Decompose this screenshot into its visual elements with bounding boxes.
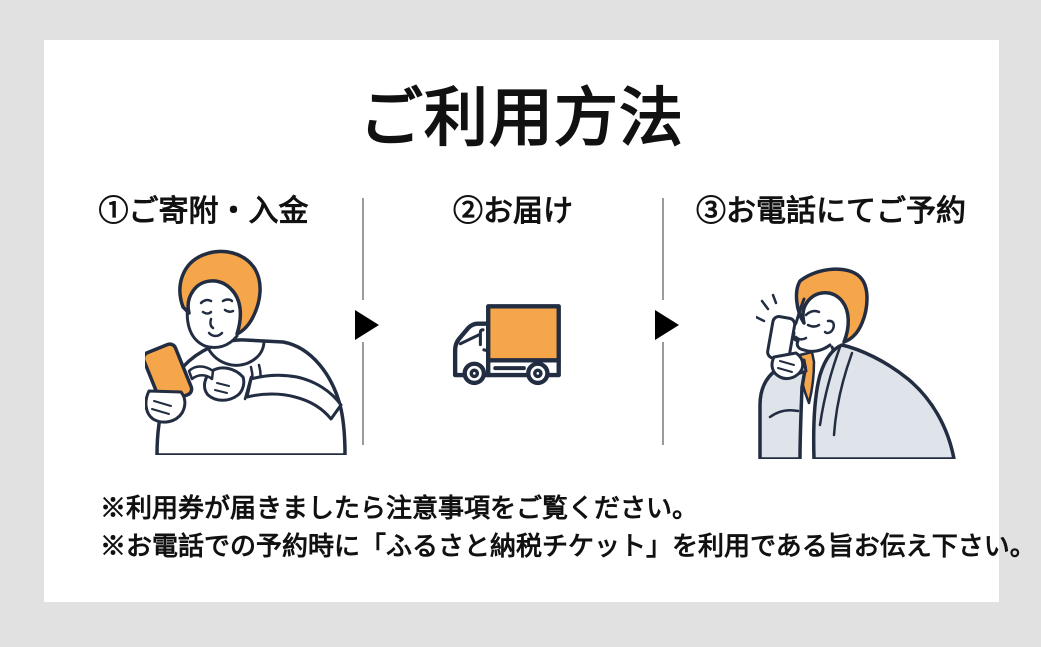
delivery-truck-illustration	[452, 304, 561, 386]
page-title: ご利用方法	[359, 83, 684, 154]
step-3-label: ③お電話にてご予約	[696, 195, 966, 228]
right-arm	[243, 373, 343, 421]
suit-torso	[811, 343, 956, 459]
holding-hand	[770, 351, 805, 381]
divider-2-top	[662, 198, 664, 300]
hair	[178, 249, 262, 336]
note-delivery-caution: ※利用券が届きましたら注意事項をご覧ください。	[100, 494, 699, 523]
arrow-right-icon	[655, 310, 679, 340]
tapping-hand	[187, 365, 246, 402]
cab-window	[458, 328, 485, 347]
person-calling-on-phone-illustration	[756, 267, 956, 459]
truck-wheels	[462, 361, 550, 386]
truck-cargo-box	[486, 304, 561, 363]
person-donating-via-smartphone-illustration	[145, 249, 347, 455]
divider-2-bottom	[662, 342, 664, 445]
notes-section: ※利用券が届きましたら注意事項をご覧ください。 ※お電話での予約時に「ふるさと納…	[100, 490, 1036, 566]
hair	[794, 267, 869, 344]
step-2-label: ②お届け	[453, 195, 573, 228]
step-1-label: ①ご寄附・入金	[98, 195, 309, 228]
note-phone-reservation: ※お電話での予約時に「ふるさと納税チケット」を利用である旨お伝え下さい。	[100, 532, 1036, 561]
usage-info-card: ご利用方法 ①ご寄附・入金 ②お届け ③お電話にてご予約	[44, 40, 1036, 602]
talking-sound-lines	[756, 293, 778, 323]
head	[178, 249, 262, 350]
divider-1-top	[362, 198, 364, 300]
left-hand	[145, 389, 187, 424]
head	[790, 267, 869, 361]
divider-1-bottom	[362, 342, 364, 445]
arrow-right-icon	[355, 310, 379, 340]
